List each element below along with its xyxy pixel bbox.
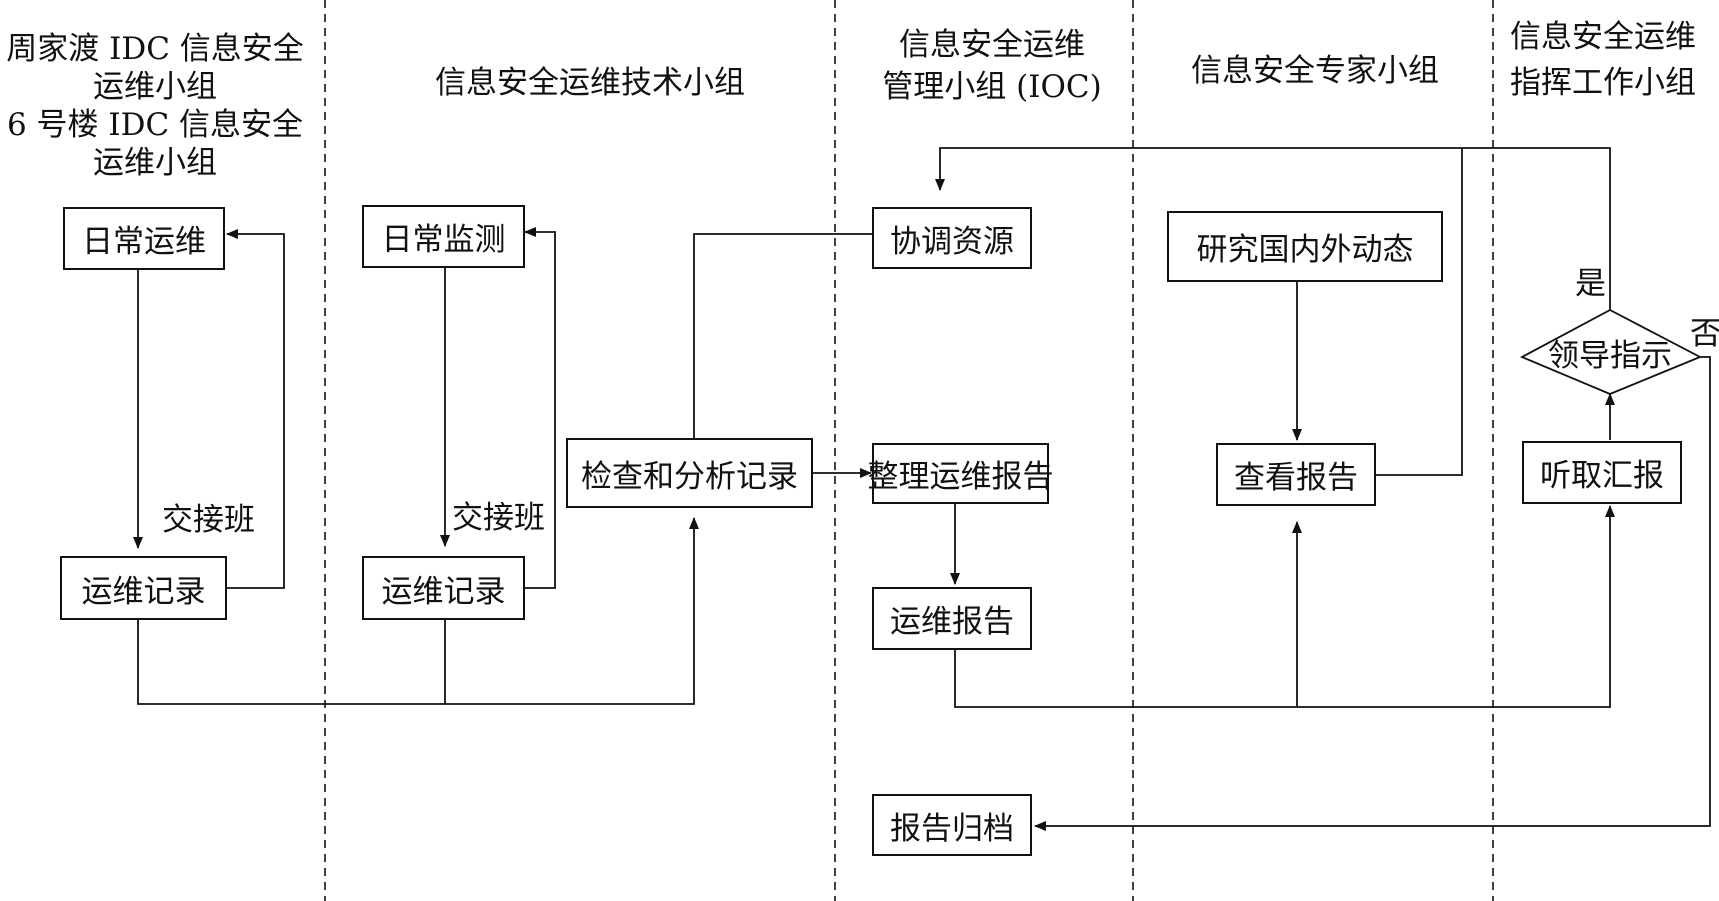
node-research: 研究国内外动态 [1167, 211, 1443, 282]
lane-title-1-line-4: 运维小组 [93, 145, 217, 181]
lane-title-4: 信息安全专家小组 [1170, 52, 1460, 90]
node-ops-record-2: 运维记录 [362, 556, 525, 620]
lane-title-5-line-1: 信息安全运维 [1510, 19, 1696, 55]
node-organize-report: 整理运维报告 [868, 443, 1054, 504]
edge-records-to-check [137, 517, 699, 705]
lane-title-3-line-2: 管理小组 (IOC) [882, 69, 1102, 105]
node-coordinate: 协调资源 [872, 207, 1032, 269]
node-archive: 报告归档 [872, 794, 1032, 856]
lane-title-5: 信息安全运维 指挥工作小组 [1510, 14, 1719, 106]
lane-title-1-line-1: 周家渡 IDC 信息安全 [6, 31, 304, 67]
lane-title-2: 信息安全运维技术小组 [420, 64, 760, 102]
node-daily-ops: 日常运维 [63, 207, 225, 270]
node-listen-report: 听取汇报 [1522, 441, 1682, 504]
edge-handover-1 [226, 229, 285, 589]
lane-title-1-line-3: 6 号楼 IDC 信息安全 [6, 107, 304, 143]
lane-title-5-line-2: 指挥工作小组 [1510, 65, 1696, 101]
lane-title-3-line-1: 信息安全运维 [899, 27, 1085, 63]
lane-title-1-line-2: 运维小组 [93, 69, 217, 105]
label-no: 否 [1690, 316, 1719, 352]
node-leader-decision: 领导指示 [1548, 338, 1672, 374]
decision-diamond [1519, 308, 1703, 395]
lane-title-1: 周家渡 IDC 信息安全 运维小组 6 号楼 IDC 信息安全 运维小组 [0, 30, 310, 182]
lane-title-3: 信息安全运维 管理小组 (IOC) [872, 24, 1112, 108]
label-yes: 是 [1575, 266, 1606, 302]
lane-title-2-line-1: 信息安全运维技术小组 [435, 65, 745, 101]
label-handover-2: 交接班 [452, 500, 545, 536]
edge-ops-report-bus [954, 505, 1615, 708]
node-ops-report: 运维报告 [872, 587, 1032, 650]
edge-check-to-coordinate [693, 233, 874, 438]
edge-review-to-coordinate [935, 147, 1463, 476]
node-review-report: 查看报告 [1216, 443, 1376, 506]
node-check-analyze: 检查和分析记录 [566, 438, 813, 508]
edge-handover-2 [524, 227, 556, 589]
node-ops-record-1: 运维记录 [60, 556, 227, 620]
edge-decision-no [1034, 356, 1711, 831]
node-daily-monitor: 日常监测 [362, 205, 525, 268]
edge-decision-yes [1462, 147, 1611, 310]
label-handover-1: 交接班 [162, 502, 255, 538]
lane-title-4-line-1: 信息安全专家小组 [1191, 53, 1439, 89]
